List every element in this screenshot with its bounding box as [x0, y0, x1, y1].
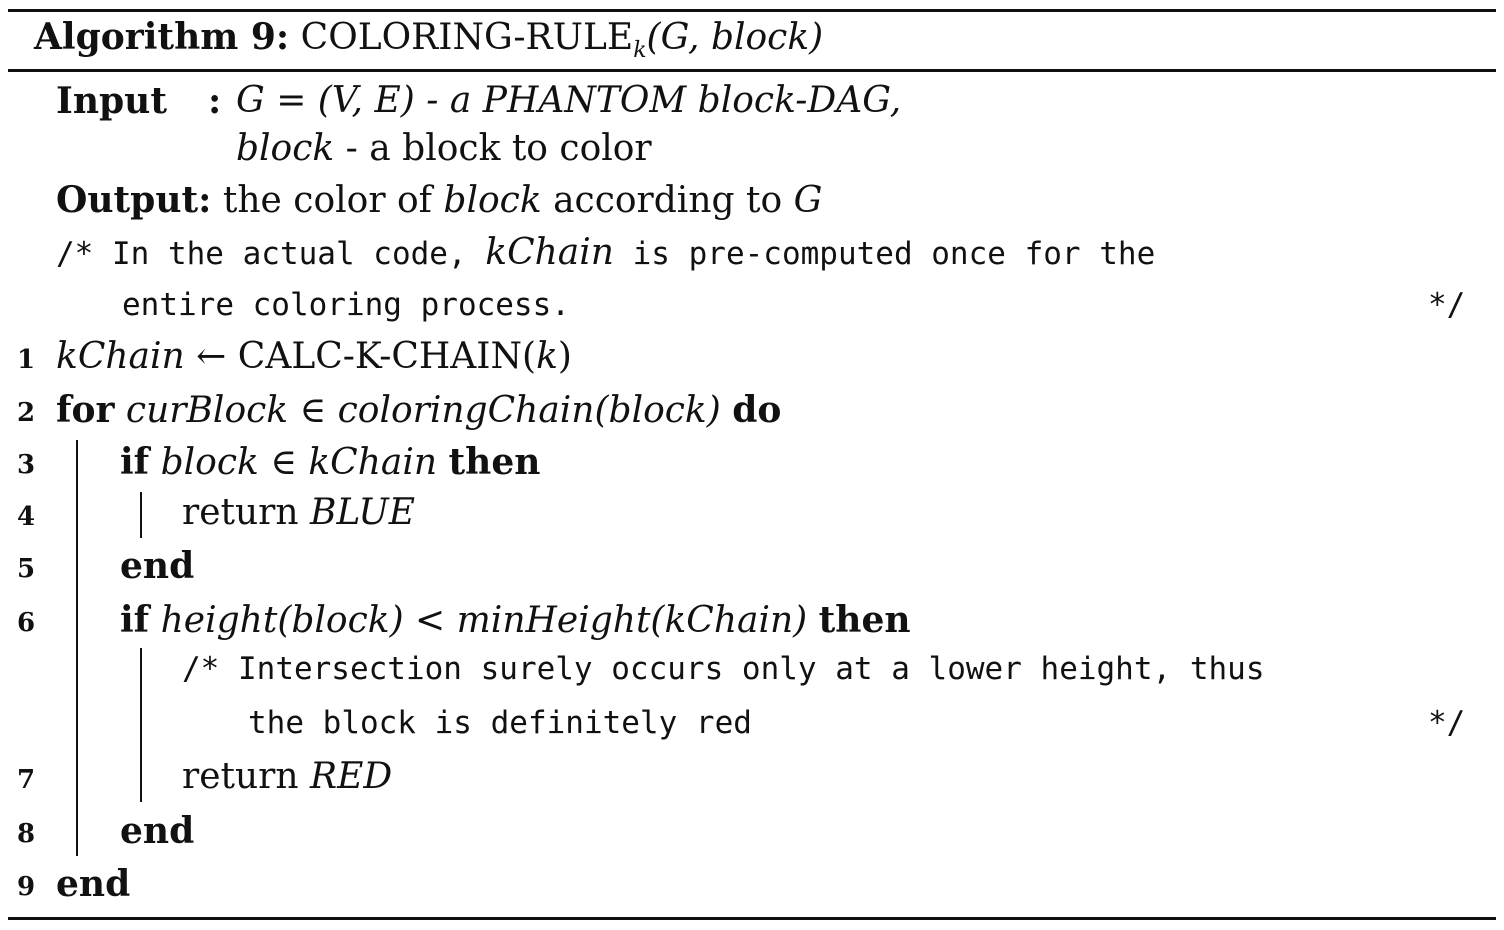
- line-3-if: if: [120, 441, 150, 483]
- line-6-expr: height(block) < minHeight(kChain): [149, 600, 819, 641]
- line-1-kchain: kChain: [56, 336, 185, 377]
- line-3-expr: block ∈ kChain: [149, 442, 449, 483]
- line-7-red: RED: [310, 756, 393, 797]
- line-6-if: if: [120, 599, 150, 641]
- for-block-bar: [76, 440, 78, 856]
- line-7-return: return: [182, 756, 311, 797]
- output-label: Output:: [56, 179, 212, 221]
- top-rule: [8, 9, 1496, 12]
- comment-1-kchain: kChain: [485, 232, 614, 273]
- line-9: end: [56, 863, 131, 905]
- line-number-8: 8: [16, 819, 36, 849]
- comment-1-open: /* In the actual code,: [56, 236, 486, 272]
- line-1: kChain ← CALC-K-CHAIN(k): [56, 336, 572, 377]
- comment-2-close: */: [1428, 705, 1466, 741]
- algorithm-label: Algorithm 9:: [34, 16, 290, 58]
- line-2: for curBlock ∈ coloringChain(block) do: [56, 389, 781, 431]
- line-number-2: 2: [16, 398, 36, 428]
- algorithm-name: COLORING-RULE: [300, 17, 634, 58]
- output-block-var: block: [443, 180, 542, 221]
- line-2-do: do: [732, 389, 782, 431]
- line-number-9: 9: [16, 872, 36, 902]
- line-4-return: return: [182, 492, 311, 533]
- line-5: end: [120, 545, 195, 587]
- if-1-block-bar: [140, 492, 142, 538]
- bottom-rule: [8, 917, 1496, 920]
- input-line-1: G = (V, E) - a PHANTOM block-DAG,: [236, 80, 902, 121]
- input-line-2-text: - a block to color: [334, 128, 652, 169]
- line-3-then: then: [448, 441, 541, 483]
- header-rule: [8, 69, 1496, 72]
- line-4-blue: BLUE: [310, 492, 416, 533]
- line-number-1: 1: [16, 345, 36, 375]
- output-graph-var: G: [793, 180, 823, 221]
- comment-2-line-1: /* Intersection surely occurs only at a …: [182, 651, 1265, 687]
- line-number-3: 3: [16, 450, 36, 480]
- algorithm-title: Algorithm 9: COLORING-RULEk(G, block): [34, 16, 823, 63]
- line-2-for: for: [56, 389, 115, 431]
- line-1-close: ): [557, 336, 572, 377]
- input-colon: :: [208, 80, 222, 122]
- line-number-4: 4: [16, 502, 36, 532]
- input-line-2: block - a block to color: [236, 128, 652, 169]
- comment-1-rest: is pre-computed once for the: [613, 236, 1156, 272]
- line-4: return BLUE: [182, 492, 415, 533]
- line-1-k: k: [536, 336, 558, 377]
- comment-1-line-2: entire coloring process.: [122, 287, 570, 323]
- input-block-var: block: [236, 128, 335, 169]
- line-number-6: 6: [16, 608, 36, 638]
- output-text-2: according to: [541, 180, 794, 221]
- line-2-expr: curBlock ∈ coloringChain(block): [114, 390, 733, 431]
- output-line: Output: the color of block according to …: [56, 179, 822, 221]
- comment-1-close: */: [1428, 287, 1466, 323]
- line-number-7: 7: [16, 765, 36, 795]
- input-label: Input: [56, 80, 167, 122]
- output-text-1: the color of: [222, 180, 444, 221]
- if-2-block-bar: [140, 648, 142, 802]
- line-7: return RED: [182, 756, 392, 797]
- line-3: if block ∈ kChain then: [120, 441, 540, 483]
- line-1-call: ← CALC-K-CHAIN(: [184, 336, 537, 377]
- line-6-then: then: [818, 599, 911, 641]
- line-6: if height(block) < minHeight(kChain) the…: [120, 599, 911, 641]
- comment-1-line-1: /* In the actual code, kChain is pre-com…: [56, 232, 1155, 273]
- comment-2-line-2: the block is definitely red: [248, 705, 752, 741]
- line-8: end: [120, 810, 195, 852]
- algorithm-args: (G, block): [646, 17, 824, 58]
- algorithm-subscript: k: [633, 38, 647, 64]
- line-number-5: 5: [16, 554, 36, 584]
